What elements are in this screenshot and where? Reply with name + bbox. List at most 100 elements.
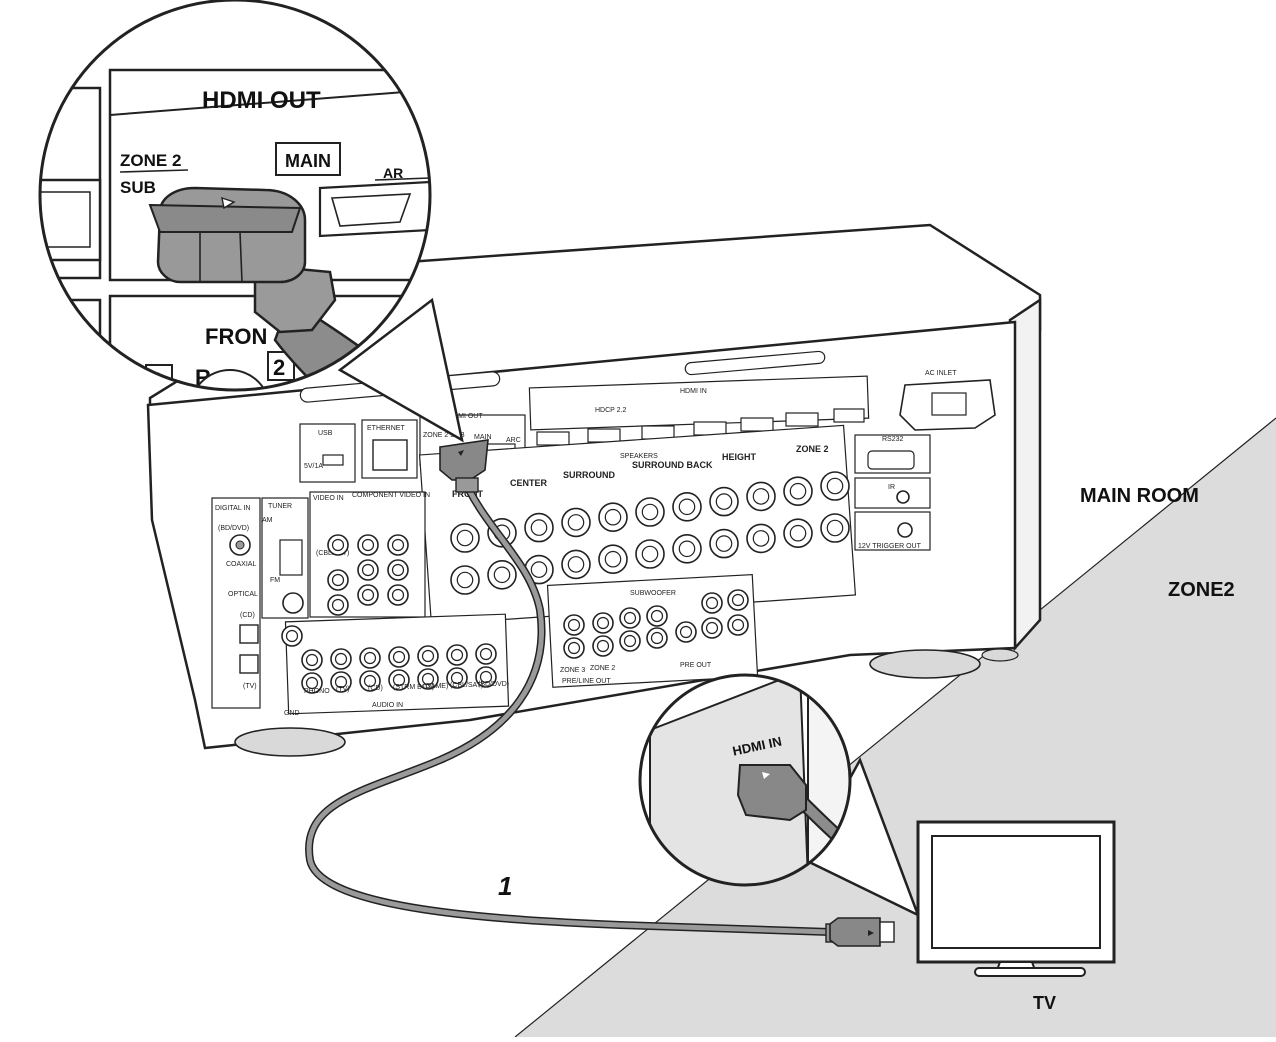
cable-body [306, 472, 833, 935]
hdmi-in-port [693, 421, 727, 436]
tuner-label: TUNER [268, 503, 292, 510]
video-jack [387, 584, 409, 606]
zoom-arc-label: AR [383, 165, 403, 181]
speaker-terminal [746, 481, 776, 512]
zone3-label: ZONE 3 [560, 667, 585, 674]
audio-jack [446, 644, 468, 666]
zoom-border [38, 0, 432, 392]
component-label: COMPONENT VIDEO IN [352, 492, 430, 499]
coaxial-label: COAXIAL [226, 561, 256, 568]
tv-label: TV [1033, 993, 1056, 1013]
speaker-terminal [598, 502, 628, 533]
speaker-terminals-top [450, 471, 850, 553]
audio-jack [301, 649, 323, 671]
hdmi-plug-receiver [439, 439, 489, 493]
speaker-terminal [450, 523, 480, 553]
zoom-hdmi-out-label: HDMI OUT [202, 87, 321, 114]
video-jack [357, 584, 379, 606]
pre-out-jack [563, 614, 585, 636]
digital-bd-label: (BD/DVD) [218, 525, 249, 532]
vent-slot [684, 350, 826, 376]
speaker-terminal [820, 471, 850, 501]
hdmi-in-port [536, 431, 570, 446]
video-jack [357, 559, 379, 581]
fm-jack [282, 592, 304, 614]
video-jack [327, 534, 349, 556]
audio-jack [359, 670, 381, 692]
audio-jack [301, 672, 323, 694]
speaker-terminal [709, 528, 739, 559]
zoom-main-box [275, 142, 341, 176]
tv-screen [931, 835, 1101, 949]
ac-inlet-label: AC INLET [925, 370, 957, 377]
audio-in-label: AUDIO IN [372, 702, 403, 709]
optical-label: OPTICAL [228, 591, 258, 598]
speaker-terminal [672, 491, 702, 522]
audio-tv-label: (TV) [336, 686, 350, 693]
ethernet-port [372, 439, 408, 471]
pre-out-jack [619, 607, 641, 629]
surround-back-label: SURROUND BACK [632, 460, 713, 470]
zoom-num2-label: 2 [273, 355, 285, 380]
main-label: MAIN [474, 434, 492, 441]
hdmi-in-port [833, 408, 865, 423]
main-room-label: MAIN ROOM [1080, 485, 1199, 507]
room-divider-line [514, 417, 1276, 1038]
optical-tv-label: (TV) [243, 683, 257, 690]
trigger-jack [897, 522, 913, 538]
pre-out-jack [675, 621, 697, 643]
rs232-label: RS232 [882, 436, 904, 443]
zone2-out-label: ZONE 2 [590, 665, 615, 672]
tv-stand [974, 967, 1086, 977]
hdmi-out-label: HDMI OUT [448, 413, 483, 420]
tv-set [916, 820, 1116, 977]
zoom-tail [337, 297, 464, 443]
audio-jack [475, 643, 497, 665]
am-terminal [279, 539, 303, 576]
gnd-terminal [281, 625, 303, 647]
speakers-label: SPEAKERS [620, 453, 658, 460]
audio-game-label: (GAME) [423, 683, 448, 690]
audio-jack [446, 667, 468, 689]
video-jack [327, 594, 349, 616]
audio-jack [475, 666, 497, 688]
zoom-net-label: NET [0, 103, 40, 128]
ac-inlet-pins [931, 392, 967, 416]
audio-jack [388, 646, 410, 668]
usb-rating: 5V/1A [304, 463, 323, 470]
zoom-front-label: FRON [205, 324, 267, 349]
ethernet-label: ETHERNET [367, 425, 405, 432]
zoom-hdmi-out: NET HDMI OUT ZONE 2 SUB MAIN AR FRON 1 R [0, 0, 464, 443]
center-label: CENTER [510, 478, 548, 488]
digital-in-label: DIGITAL IN [215, 505, 250, 512]
surround-label: SURROUND [563, 470, 616, 480]
audio-jack [388, 669, 410, 691]
speaker-terminal [783, 518, 813, 549]
usb-label: USB [318, 430, 333, 437]
speaker-terminal [672, 533, 702, 564]
coaxial-jack-pin [235, 540, 245, 550]
optical-port-1 [239, 624, 259, 644]
audio-jack [330, 648, 352, 670]
ir-label: IR [888, 484, 895, 491]
zoom-tv-hdmi-in: HDMI IN [638, 673, 921, 918]
hdmi-in-label: HDMI IN [680, 388, 707, 395]
hdmi-in-port [740, 417, 774, 432]
zone2-sub-label: ZONE 2 SUB [423, 432, 465, 439]
zoom-sub-label: SUB [120, 178, 156, 197]
pre-out-jacks [563, 589, 749, 659]
speaker-terminal [561, 549, 591, 580]
speaker-terminal [487, 559, 517, 590]
am-label: AM [262, 517, 273, 524]
hdcp-label: HDCP 2.2 [595, 407, 626, 414]
speaker-terminal [450, 565, 480, 595]
video-jack [357, 534, 379, 556]
foot-right-back [981, 648, 1019, 662]
optical-port-2 [239, 654, 259, 674]
hdmi-in-ports [536, 408, 865, 446]
foot-right-front [869, 649, 981, 679]
speaker-terminal [524, 512, 554, 543]
zone2-label: ZONE2 [1168, 579, 1235, 601]
pre-out-jack [701, 592, 723, 614]
